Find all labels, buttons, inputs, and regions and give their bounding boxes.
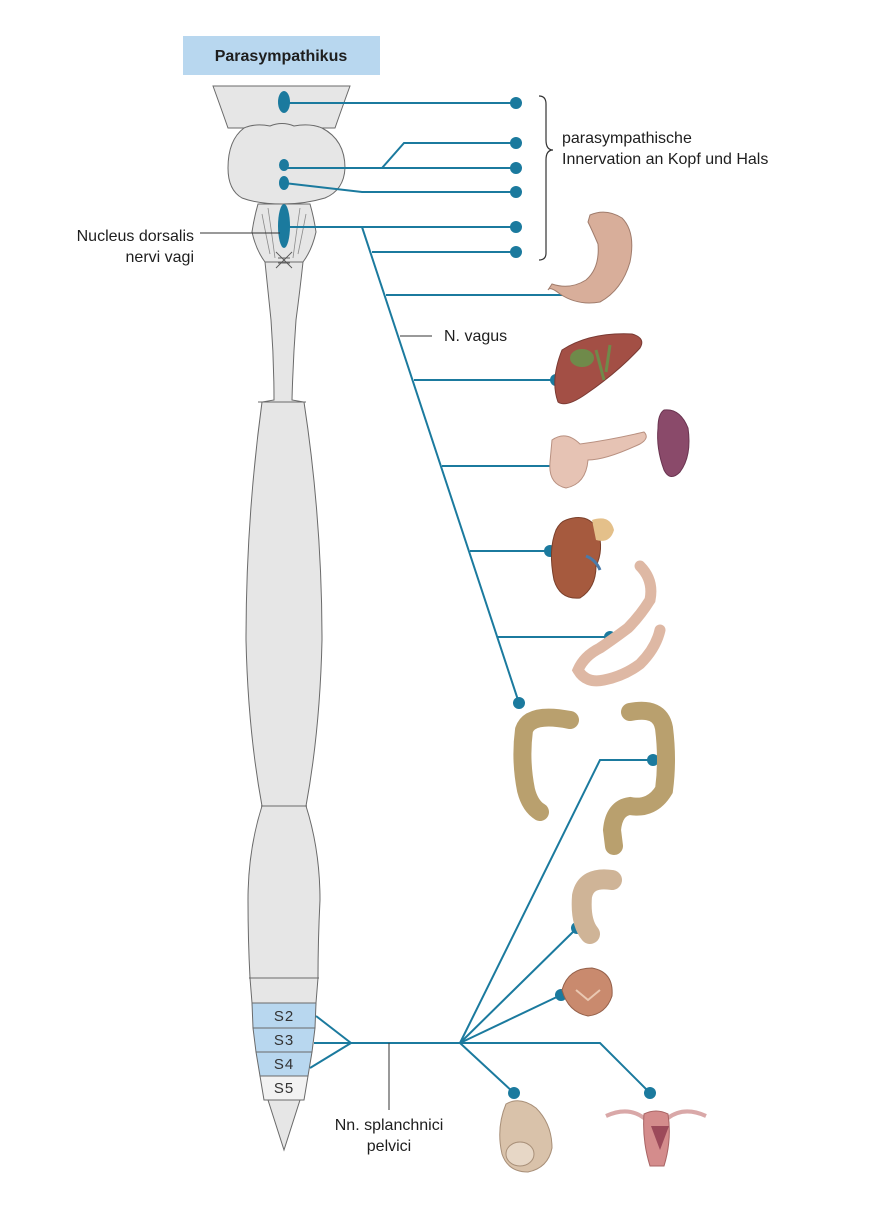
cord-section-lines — [249, 401, 319, 979]
head-neck-label-line1: parasympathische — [562, 130, 692, 147]
spleen-image — [657, 409, 690, 477]
ascending-colon-image — [513, 708, 579, 821]
pancreas-image — [549, 431, 647, 489]
sacral-segments: S2 S3 S4 S5 — [251, 1002, 317, 1101]
nucleus-label-line1: Nucleus dorsalis — [77, 228, 194, 245]
nucleus-pons-upper — [279, 159, 289, 171]
head-neck-label-line2: Innervation an Kopf und Hals — [562, 151, 768, 168]
segment-s5 — [259, 1075, 309, 1101]
small-intestine-image — [571, 560, 666, 687]
head-neck-brace — [538, 95, 554, 261]
male-genitals-image — [499, 1100, 553, 1173]
segment-label: S4 — [274, 1056, 294, 1073]
splanchnici-label-line1: Nn. splanchnici — [335, 1117, 444, 1134]
bladder-image — [561, 967, 613, 1017]
vagus-label: N. vagus — [444, 328, 507, 345]
nucleus-dorsalis-nervi-vagi — [278, 204, 290, 248]
title-box — [183, 36, 380, 75]
segment-label: S2 — [274, 1008, 294, 1025]
nerve-endpoints — [508, 97, 659, 1099]
title: Parasympathikus — [215, 48, 348, 65]
brainstem-spinal-cord — [212, 85, 351, 1152]
label-leaders — [200, 232, 432, 1110]
splanchnici-label-line2: pelvici — [367, 1138, 411, 1155]
nerve-pathways — [283, 102, 653, 1094]
liver-image — [554, 333, 643, 405]
segment-label: S3 — [274, 1032, 294, 1049]
rectum-image — [571, 869, 622, 944]
segment-label: S5 — [274, 1080, 294, 1097]
kidney-image — [550, 517, 614, 599]
descending-colon-image — [602, 701, 675, 855]
spinal-cord — [245, 261, 323, 1152]
nucleus-label-line2: nervi vagi — [126, 249, 194, 266]
medulla-fibers — [261, 207, 307, 259]
stomach-image — [547, 211, 633, 304]
uterus-image — [605, 1109, 707, 1167]
decussation-icon — [275, 251, 293, 269]
